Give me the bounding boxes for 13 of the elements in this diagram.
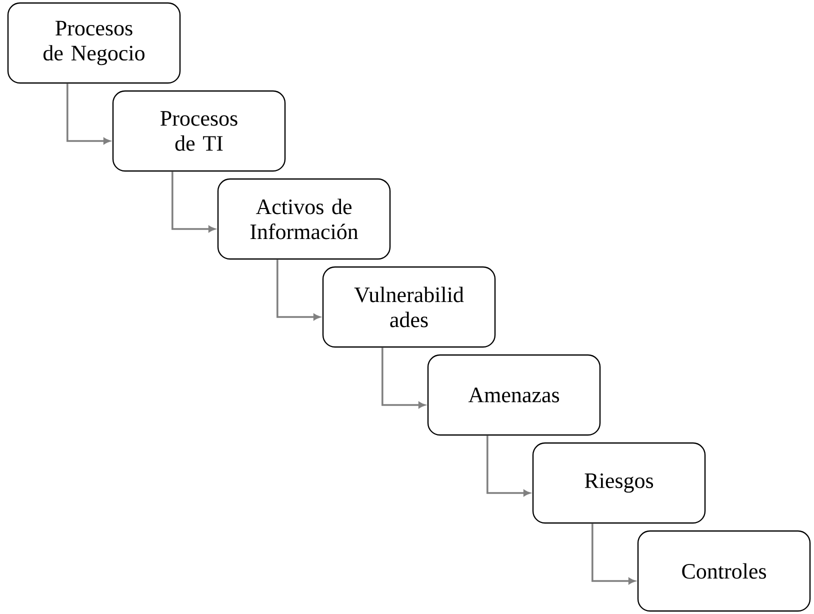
process-box: Procesos de TI bbox=[112, 90, 286, 172]
process-box: Vulnerabilid ades bbox=[322, 266, 496, 348]
elbow-arrow bbox=[66, 84, 110, 144]
elbow-arrow bbox=[382, 348, 426, 408]
elbow-arrow bbox=[592, 524, 636, 584]
elbow-arrow bbox=[486, 436, 530, 496]
process-box: Amenazas bbox=[427, 354, 601, 436]
process-box: Activos de Información bbox=[217, 178, 391, 260]
process-box: Riesgos bbox=[532, 442, 706, 524]
process-box: Controles bbox=[637, 530, 811, 612]
elbow-arrow bbox=[172, 172, 216, 232]
process-box: Procesos de Negocio bbox=[7, 2, 181, 84]
elbow-arrow bbox=[276, 260, 320, 320]
